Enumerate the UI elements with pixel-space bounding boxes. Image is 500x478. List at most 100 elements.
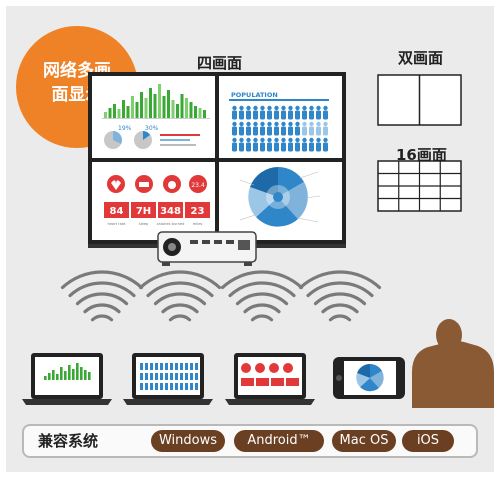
person-icon bbox=[281, 137, 286, 143]
person-body bbox=[253, 142, 258, 152]
person-body bbox=[309, 142, 314, 152]
stat-value: 7H bbox=[136, 206, 151, 217]
wifi-arc bbox=[220, 270, 304, 290]
wifi-arc bbox=[161, 303, 199, 314]
person-icon bbox=[316, 137, 321, 143]
person-icon bbox=[281, 105, 286, 111]
quad-screen-label: 四画面 bbox=[197, 54, 243, 72]
os-ios-badge: iOS bbox=[402, 430, 454, 452]
person-body bbox=[232, 142, 237, 152]
green-bar bbox=[126, 106, 130, 118]
person-icon bbox=[239, 105, 244, 111]
dual-screen-grid-icon bbox=[377, 74, 462, 126]
person-body bbox=[323, 142, 328, 152]
pie-label-2: 30% bbox=[145, 125, 159, 132]
mini-bar bbox=[64, 371, 67, 380]
person-icon bbox=[295, 105, 300, 111]
green-bar bbox=[153, 94, 157, 118]
green-bar bbox=[158, 84, 161, 118]
green-bar bbox=[176, 104, 179, 118]
green-bar bbox=[108, 108, 112, 118]
person-icon bbox=[260, 105, 265, 111]
green-bar bbox=[167, 90, 170, 118]
mini-bar bbox=[72, 369, 75, 380]
mini-bar bbox=[52, 370, 55, 380]
person-icon bbox=[267, 105, 272, 111]
person-icon bbox=[246, 121, 251, 127]
mini-person bbox=[185, 383, 188, 390]
stat-tile bbox=[185, 202, 210, 218]
mini-person bbox=[165, 383, 168, 390]
green-bar bbox=[180, 94, 184, 118]
green-bar bbox=[113, 104, 116, 118]
mini-person bbox=[150, 373, 153, 380]
person-body bbox=[232, 126, 237, 136]
person-body bbox=[267, 142, 272, 152]
person-icon bbox=[302, 105, 307, 111]
mini-person bbox=[170, 373, 173, 380]
mini-person bbox=[155, 373, 158, 380]
mini-person bbox=[145, 373, 148, 380]
stat-tile bbox=[104, 202, 129, 218]
pie-chart-icon bbox=[104, 131, 152, 149]
sixteen-screen-grid-icon bbox=[377, 160, 462, 212]
person-body bbox=[253, 126, 258, 136]
green-bar bbox=[162, 96, 166, 118]
wifi-arc bbox=[90, 314, 114, 322]
wifi-arc bbox=[146, 281, 214, 298]
person-body bbox=[267, 126, 272, 136]
person-body bbox=[274, 110, 279, 120]
person-icon bbox=[274, 137, 279, 143]
person-icon bbox=[323, 105, 328, 111]
wifi-arc bbox=[313, 292, 367, 306]
person-body bbox=[295, 110, 300, 120]
laptop-3-icon bbox=[225, 353, 315, 405]
person-icon bbox=[260, 121, 265, 127]
population-pictogram bbox=[232, 105, 328, 152]
person-icon bbox=[246, 137, 251, 143]
mini-person bbox=[185, 373, 188, 380]
green-bar bbox=[194, 106, 197, 118]
person-icon bbox=[295, 121, 300, 127]
wifi-arc bbox=[83, 303, 121, 314]
person-icon bbox=[309, 137, 314, 143]
person-body bbox=[260, 126, 265, 136]
person-icon bbox=[232, 121, 237, 127]
radial-chart bbox=[248, 167, 308, 227]
person-icon bbox=[309, 105, 314, 111]
mini-person bbox=[140, 383, 143, 390]
mini-person bbox=[195, 363, 198, 370]
mini-person bbox=[140, 363, 143, 370]
green-bar bbox=[140, 92, 143, 118]
person-icon bbox=[288, 137, 293, 143]
mini-person bbox=[165, 363, 168, 370]
person-icon bbox=[260, 137, 265, 143]
person-icon bbox=[232, 105, 237, 111]
person-body bbox=[288, 126, 293, 136]
person-body bbox=[302, 110, 307, 120]
person-icon bbox=[316, 105, 321, 111]
mini-bar bbox=[56, 374, 59, 380]
green-bar bbox=[122, 100, 125, 118]
person-body bbox=[309, 126, 314, 136]
person-body bbox=[260, 110, 265, 120]
person-icon bbox=[232, 137, 237, 143]
stat-value: 84 bbox=[110, 206, 124, 217]
wifi-arc bbox=[321, 303, 359, 314]
person-body bbox=[281, 142, 286, 152]
person-icon bbox=[246, 105, 251, 111]
mini-person bbox=[150, 383, 153, 390]
mini-person bbox=[175, 373, 178, 380]
stat-caption: calories burned bbox=[157, 222, 185, 226]
person-body bbox=[267, 110, 272, 120]
person-icon bbox=[274, 121, 279, 127]
person-body bbox=[288, 110, 293, 120]
person-icon bbox=[323, 137, 328, 143]
person-icon bbox=[316, 121, 321, 127]
wifi-arc bbox=[250, 314, 274, 322]
